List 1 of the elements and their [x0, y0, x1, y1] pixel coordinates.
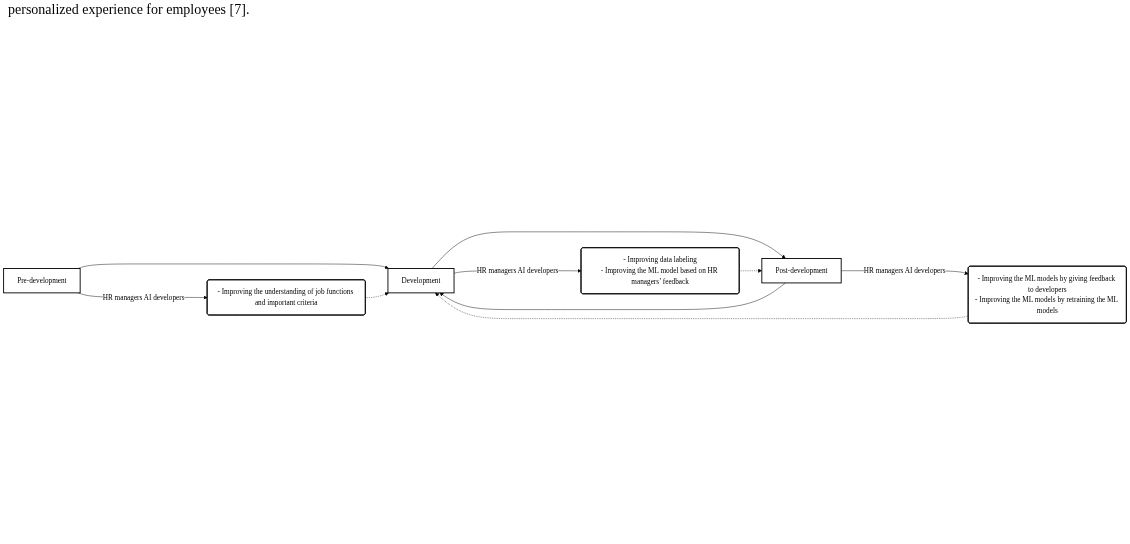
note-text: personalized experience for employees [7].	[8, 2, 251, 18]
